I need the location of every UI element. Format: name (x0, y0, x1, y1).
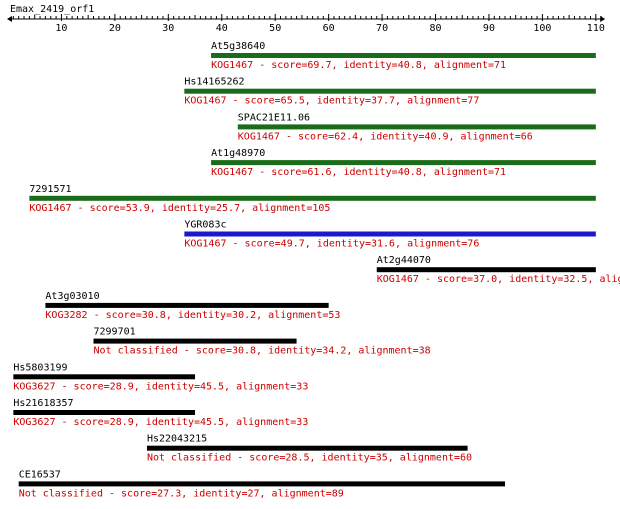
ruler-left-arrow-icon (7, 16, 12, 22)
ruler-tick-label: 30 (162, 23, 174, 34)
hit-name[interactable]: Hs22043215 (147, 434, 207, 445)
hit-name[interactable]: 7299701 (94, 327, 136, 338)
query-title: Emax_2419_orf1 (10, 4, 94, 15)
hit-bar[interactable] (211, 53, 596, 58)
hit-bar[interactable] (29, 195, 596, 201)
hit-detail: KOG1467 - score=61.6, identity=40.8, ali… (211, 167, 506, 178)
hit-name[interactable]: At1g48970 (211, 148, 265, 159)
ruler-tick-label: 50 (269, 23, 281, 34)
hit-detail: KOG3282 - score=30.8, identity=30.2, ali… (45, 310, 340, 321)
hit-bar[interactable] (237, 124, 596, 130)
hit-bar[interactable] (376, 267, 596, 273)
hit-detail: KOG3627 - score=28.9, identity=45.5, ali… (13, 381, 308, 392)
hit-bar[interactable] (18, 481, 505, 487)
hit-detail: Not classified - score=27.3, identity=27… (19, 488, 344, 499)
hit-name[interactable]: Hs21618357 (13, 398, 73, 409)
ruler-tick-label: 60 (323, 23, 335, 34)
hit-name[interactable]: CE16537 (19, 469, 61, 480)
hit-name[interactable]: SPAC21E11.06 (238, 112, 310, 123)
hit-detail: KOG1467 - score=65.5, identity=37.7, ali… (184, 96, 479, 107)
hit-name[interactable]: Hs14165262 (184, 77, 244, 88)
ruler-tick-label: 40 (216, 23, 228, 34)
hit-bar[interactable] (146, 445, 468, 451)
hit-name[interactable]: At5g38640 (211, 41, 265, 52)
hit-detail: Not classified - score=28.5, identity=35… (147, 453, 472, 464)
hit-name[interactable]: 7291571 (29, 184, 71, 195)
hit-name[interactable]: At3g03010 (45, 291, 99, 302)
position-ruler: 10 20 30 40 50 60 70 80 90 100 110 (7, 14, 606, 34)
hit-bar[interactable] (184, 231, 596, 237)
ruler-tick-label: 70 (376, 23, 388, 34)
hit-detail: KOG1467 - score=37.0, identity=32.5, ali… (377, 274, 620, 285)
hit-name[interactable]: Hs5803199 (13, 362, 67, 373)
hit-detail: KOG1467 - score=53.9, identity=25.7, ali… (29, 203, 330, 214)
hit-name[interactable]: YGR083c (184, 220, 226, 231)
hit-bar[interactable] (45, 302, 329, 308)
hit-bar[interactable] (211, 160, 596, 166)
hit-detail: KOG1467 - score=49.7, identity=31.6, ali… (184, 239, 479, 250)
hit-name[interactable]: At2g44070 (377, 255, 431, 266)
ruler-tick-label: 10 (55, 23, 67, 34)
hit-detail: KOG1467 - score=69.7, identity=40.8, ali… (211, 60, 506, 71)
ruler-tick-label: 20 (109, 23, 121, 34)
hit-detail: KOG1467 - score=62.4, identity=40.9, ali… (238, 131, 533, 142)
ruler-tick-label: 80 (429, 23, 441, 34)
hit-detail: Not classified - score=30.8, identity=34… (94, 346, 431, 357)
hit-bar[interactable] (184, 88, 596, 94)
ruler-tick-label: 90 (483, 23, 495, 34)
ruler-tick-label: 100 (533, 23, 551, 34)
hit-bar[interactable] (13, 374, 196, 380)
ruler-tick-label: 110 (587, 23, 605, 34)
hit-bar[interactable] (93, 338, 297, 344)
hit-detail: KOG3627 - score=28.9, identity=45.5, ali… (13, 417, 308, 428)
hit-bar[interactable] (13, 410, 196, 415)
